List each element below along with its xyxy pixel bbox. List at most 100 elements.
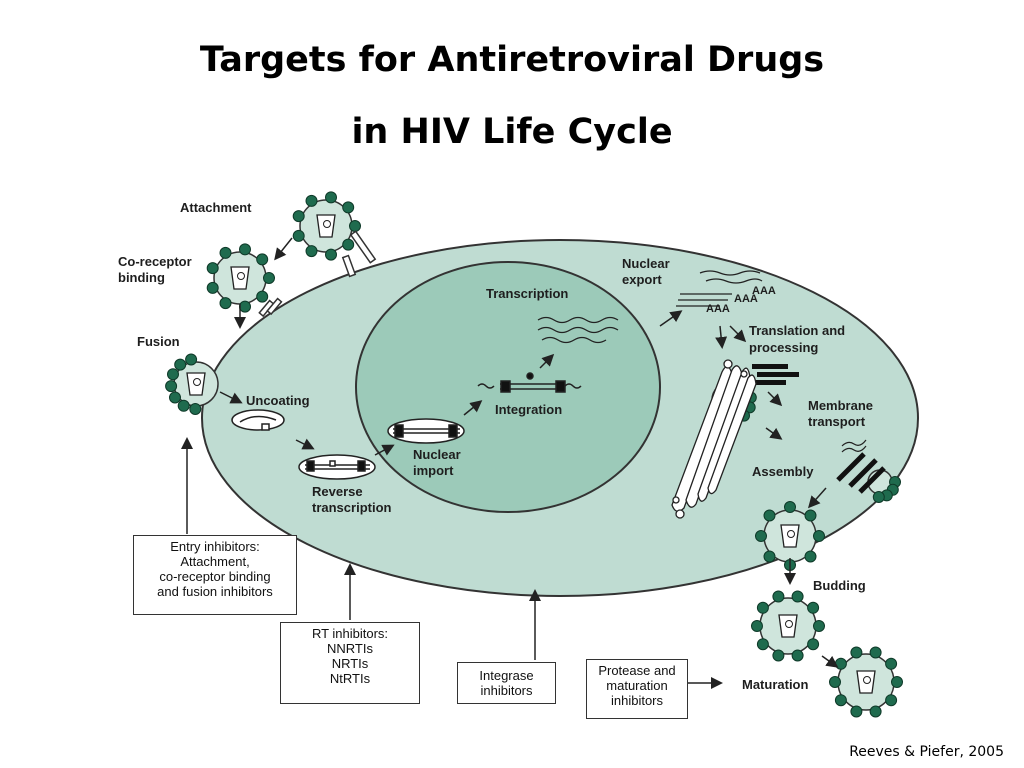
envelope-glycoprotein-icon bbox=[169, 391, 181, 404]
envelope-glycoprotein-icon bbox=[751, 620, 763, 632]
envelope-glycoprotein-icon bbox=[292, 229, 305, 242]
label-integration: Integration bbox=[495, 402, 563, 417]
envelope-glycoprotein-icon bbox=[763, 550, 776, 563]
envelope-glycoprotein-icon bbox=[850, 705, 863, 718]
envelope-glycoprotein-icon bbox=[263, 272, 275, 284]
label-transcription: Transcription bbox=[486, 286, 569, 301]
box-line: NRTIs bbox=[331, 656, 369, 671]
envelope-glycoprotein-icon bbox=[869, 705, 882, 718]
label-assembly: Assembly bbox=[752, 464, 814, 479]
envelope-glycoprotein-icon bbox=[325, 248, 337, 261]
envelope-glycoprotein-icon bbox=[763, 509, 776, 522]
envelope-glycoprotein-icon bbox=[813, 620, 825, 632]
protease-inhibitors-box: Protease and maturation inhibitors bbox=[586, 659, 688, 719]
preintegration-complex-icon bbox=[387, 418, 465, 444]
envelope-glycoprotein-icon bbox=[834, 657, 847, 670]
exported-mrna-icon bbox=[676, 270, 763, 307]
envelope-glycoprotein-icon bbox=[167, 368, 179, 381]
envelope-glycoprotein-icon bbox=[756, 601, 769, 614]
label-attachment: Attachment bbox=[180, 200, 252, 215]
label-translation-1: Translation and bbox=[749, 323, 846, 338]
envelope-glycoprotein-icon bbox=[239, 300, 251, 313]
box-line: Entry inhibitors: bbox=[170, 539, 260, 554]
label-nuclear-export-1: Nuclear bbox=[622, 256, 670, 271]
box-line: inhibitors bbox=[610, 693, 664, 708]
envelope-glycoprotein-icon bbox=[305, 194, 318, 207]
label-coreceptor-2: binding bbox=[118, 270, 165, 285]
envelope-glycoprotein-icon bbox=[219, 297, 232, 310]
envelope-glycoprotein-icon bbox=[784, 501, 796, 513]
label-nuclear-import-2: import bbox=[413, 463, 454, 478]
label-budding: Budding bbox=[813, 578, 866, 593]
envelope-glycoprotein-icon bbox=[325, 191, 337, 204]
envelope-glycoprotein-icon bbox=[174, 358, 187, 371]
rna-transcripts-icon bbox=[537, 316, 619, 344]
label-aaa-3: AAA bbox=[706, 303, 730, 315]
envelope-glycoprotein-icon bbox=[772, 649, 785, 662]
envelope-glycoprotein-icon bbox=[869, 646, 882, 659]
assembly-proteins-icon bbox=[836, 452, 886, 494]
envelope-glycoprotein-icon bbox=[834, 694, 847, 707]
entry-inhibitors-box: Entry inhibitors: Attachment, co-recepto… bbox=[133, 535, 297, 615]
box-line: NtRTIs bbox=[329, 671, 371, 686]
label-reverse-2: transcription bbox=[312, 500, 392, 515]
process-arrows bbox=[181, 237, 839, 689]
envelope-glycoprotein-icon bbox=[177, 399, 190, 412]
envelope-glycoprotein-icon bbox=[807, 601, 820, 614]
translation-products-icon bbox=[752, 364, 799, 385]
envelope-glycoprotein-icon bbox=[885, 694, 898, 707]
envelope-glycoprotein-icon bbox=[829, 676, 841, 688]
envelope-glycoprotein-icon bbox=[885, 657, 898, 670]
membrane-transport-icon bbox=[841, 439, 867, 453]
envelope-glycoprotein-icon bbox=[807, 638, 820, 651]
envelope-glycoprotein-icon bbox=[891, 676, 903, 688]
envelope-glycoprotein-icon bbox=[772, 590, 785, 603]
label-reverse-1: Reverse bbox=[312, 484, 363, 499]
coreceptor-virion-icon bbox=[206, 243, 275, 313]
endoplasmic-reticulum-icon bbox=[671, 359, 757, 519]
fusing-virion-icon bbox=[165, 353, 219, 415]
envelope-glycoprotein-icon bbox=[756, 638, 769, 651]
envelope-glycoprotein-icon bbox=[804, 550, 817, 563]
label-membrane-1: Membrane bbox=[808, 398, 874, 413]
envelope-glycoprotein-icon bbox=[850, 646, 863, 659]
slide-title-line-2: in HIV Life Cycle bbox=[351, 112, 673, 152]
rt-inhibitors-box: RT inhibitors: NNRTIs NRTIs NtRTIs bbox=[280, 622, 420, 704]
label-coreceptor-1: Co-receptor bbox=[118, 254, 192, 269]
envelope-glycoprotein-icon bbox=[342, 238, 355, 251]
uncoating-capsid-icon bbox=[231, 409, 285, 431]
citation: Reeves & Piefer, 2005 bbox=[849, 744, 1004, 760]
envelope-glycoprotein-icon bbox=[219, 246, 232, 259]
envelope-glycoprotein-icon bbox=[292, 210, 305, 223]
envelope-glycoprotein-icon bbox=[239, 243, 251, 256]
slide-title-line-1: Targets for Antiretroviral Drugs bbox=[199, 40, 825, 80]
label-nuclear-export-2: export bbox=[622, 272, 662, 287]
envelope-glycoprotein-icon bbox=[189, 403, 202, 415]
envelope-glycoprotein-icon bbox=[872, 491, 885, 503]
box-line: Attachment, bbox=[180, 554, 250, 569]
envelope-glycoprotein-icon bbox=[165, 380, 178, 393]
envelope-glycoprotein-icon bbox=[804, 509, 817, 522]
box-line: Protease and bbox=[598, 663, 676, 678]
budding-virion-icon bbox=[755, 501, 825, 571]
box-line: co-receptor binding bbox=[159, 569, 271, 584]
envelope-glycoprotein-icon bbox=[256, 290, 269, 303]
label-nuclear-import-1: Nuclear bbox=[413, 447, 461, 462]
envelope-glycoprotein-icon bbox=[342, 201, 355, 214]
envelope-glycoprotein-icon bbox=[349, 220, 361, 232]
label-uncoating: Uncoating bbox=[246, 393, 310, 408]
envelope-glycoprotein-icon bbox=[185, 353, 198, 366]
envelope-glycoprotein-icon bbox=[791, 649, 804, 662]
envelope-glycoprotein-icon bbox=[755, 530, 767, 542]
box-line: and fusion inhibitors bbox=[157, 584, 273, 599]
integrated-provirus-icon bbox=[477, 372, 582, 393]
label-fusion: Fusion bbox=[137, 334, 180, 349]
mature-virion-icon bbox=[829, 646, 903, 718]
box-line: maturation bbox=[606, 678, 668, 693]
attaching-virion-icon bbox=[292, 191, 361, 261]
integrase-inhibitors-box: Integrase inhibitors bbox=[457, 662, 556, 704]
envelope-glycoprotein-icon bbox=[305, 245, 318, 258]
reverse-transcription-complex-icon bbox=[298, 454, 376, 480]
label-aaa-1: AAA bbox=[752, 285, 776, 297]
